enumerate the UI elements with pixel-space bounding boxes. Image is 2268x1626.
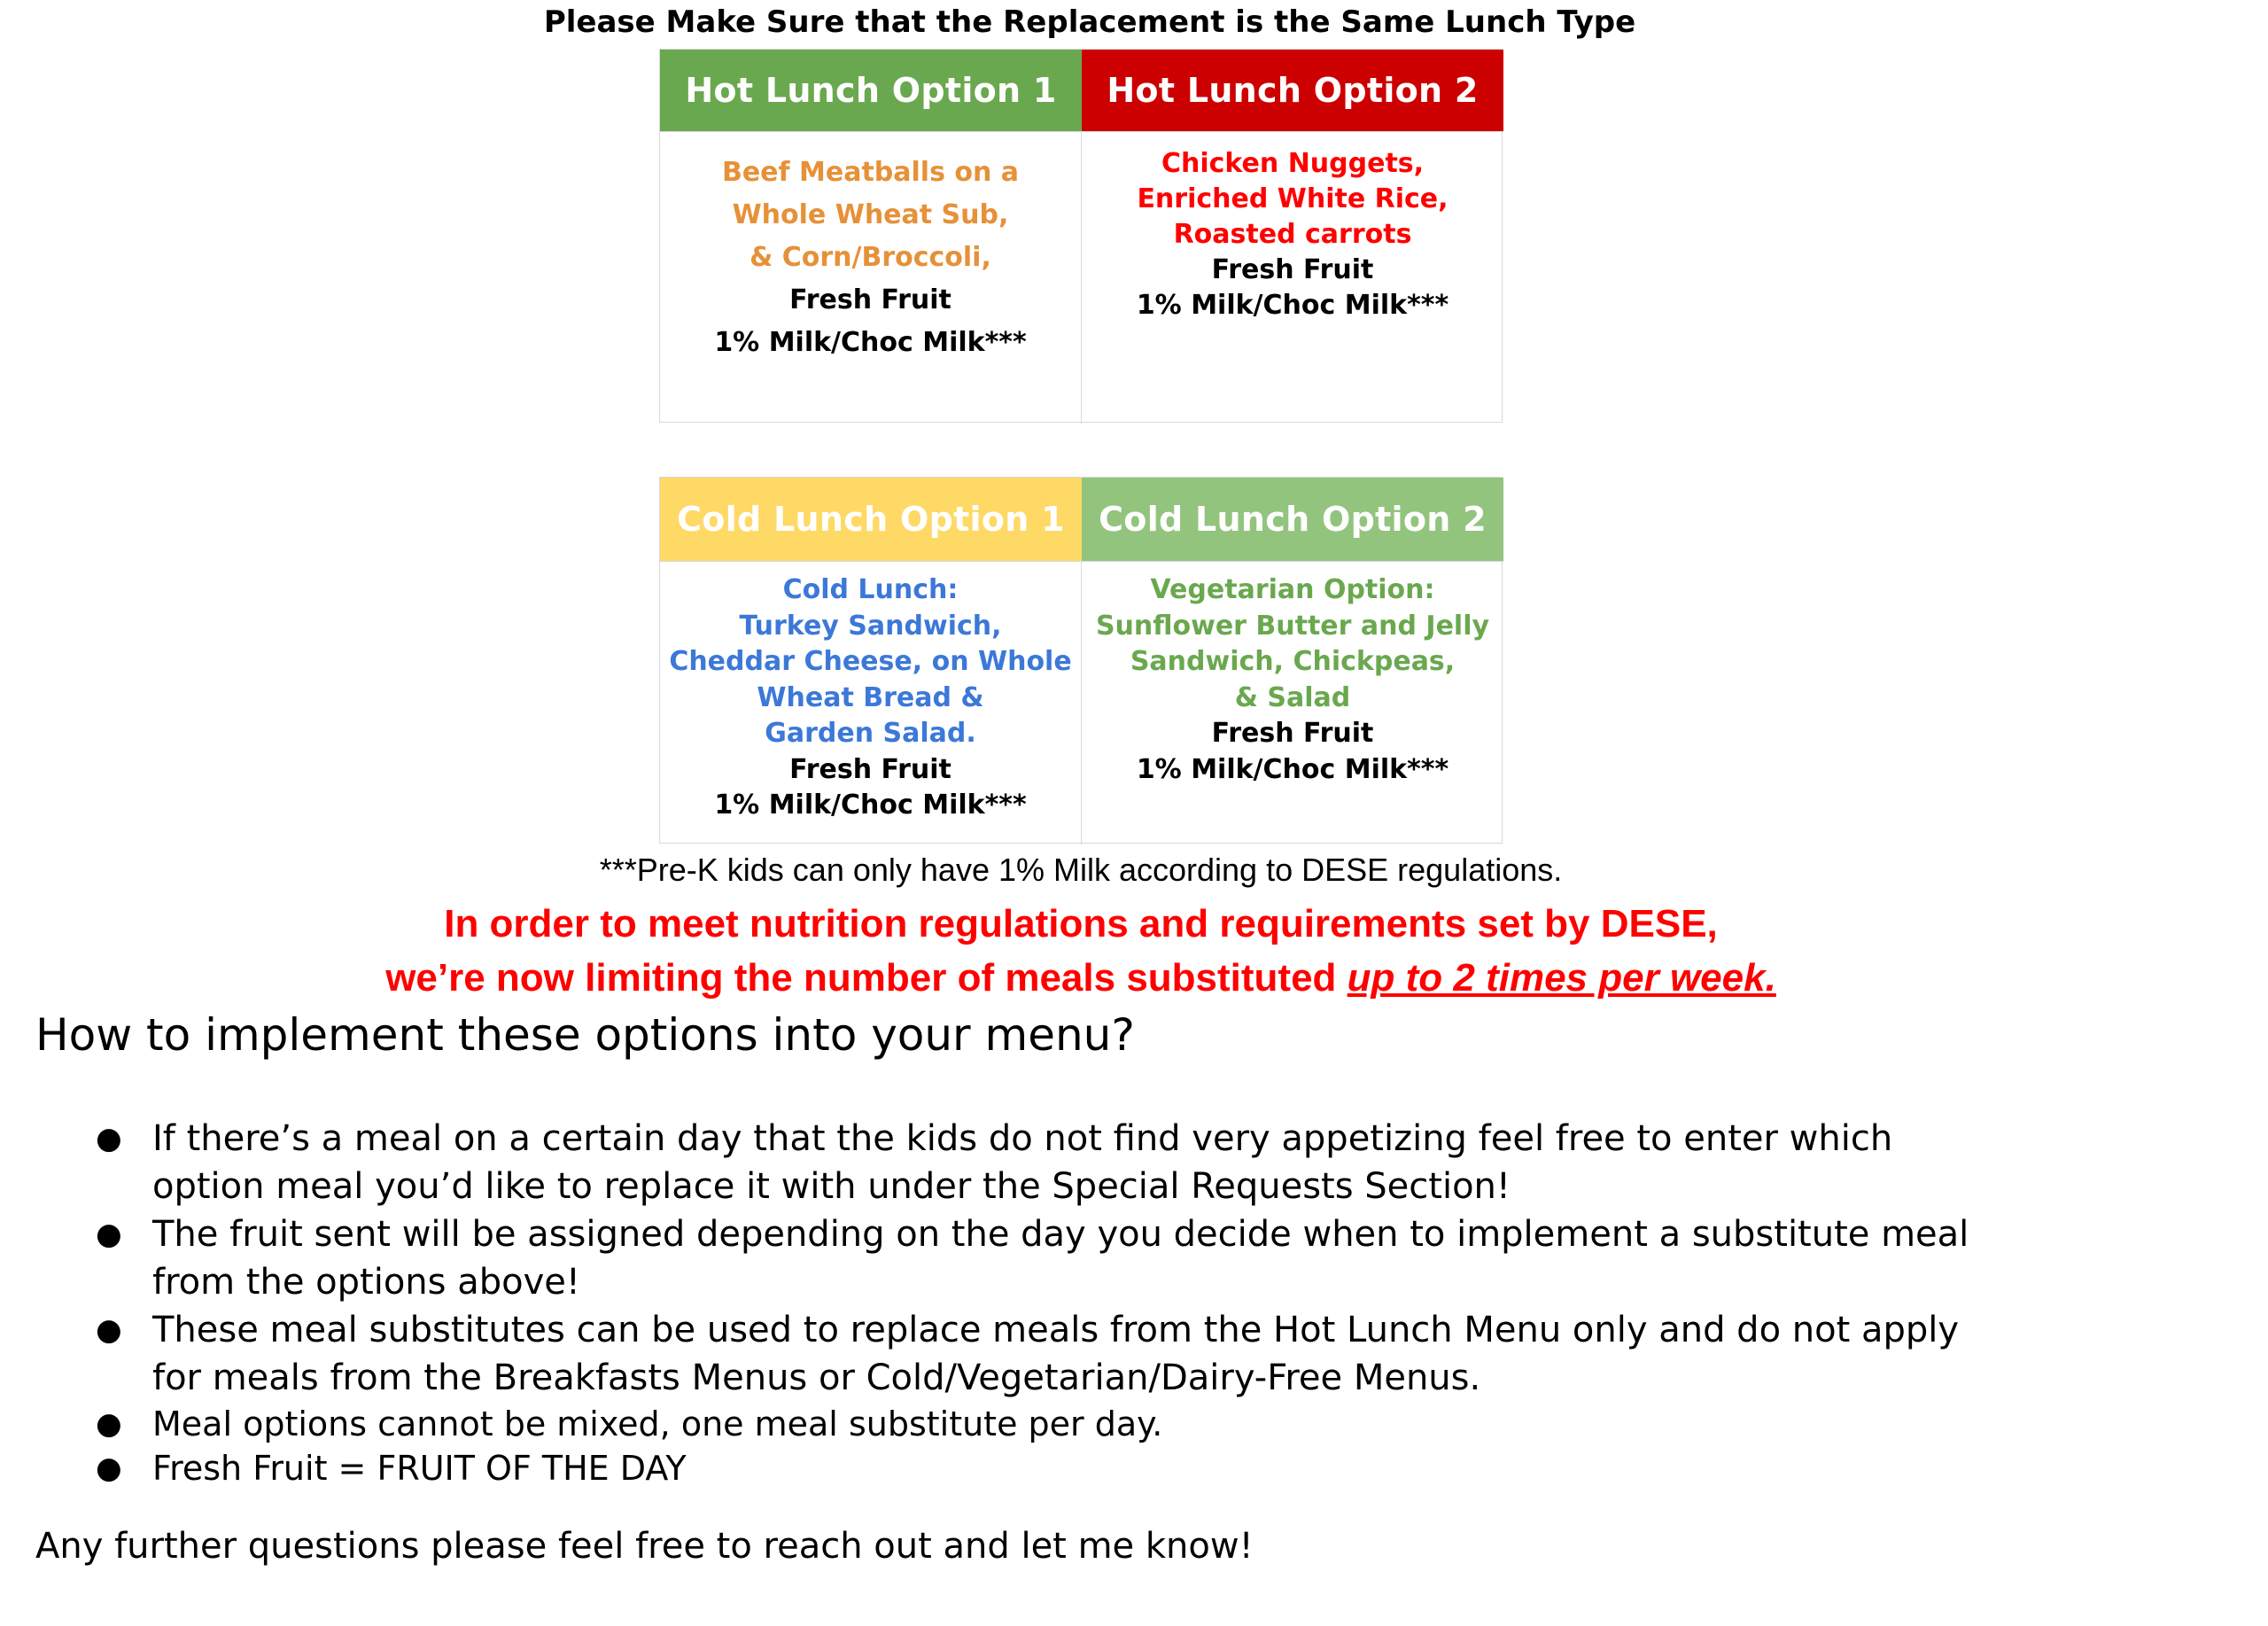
list-item: ● Fresh Fruit = FRUIT OF THE DAY bbox=[0, 1446, 2155, 1490]
menu-line: & Corn/Broccoli, bbox=[750, 242, 991, 273]
howto-heading: How to implement these options into your… bbox=[35, 1009, 1135, 1061]
list-item: ● If there’s a meal on a certain day tha… bbox=[0, 1115, 2155, 1210]
regulation-notice: In order to meet nutrition regulations a… bbox=[0, 897, 2162, 1005]
cold-lunch-table: Cold Lunch Option 1 Cold Lunch Option 2 … bbox=[659, 477, 1503, 844]
cold-lunch-option-2-header: Cold Lunch Option 2 bbox=[1082, 478, 1503, 561]
hot-lunch-option-1-header: Hot Lunch Option 1 bbox=[660, 50, 1082, 131]
list-item: ● The fruit sent will be assigned depend… bbox=[0, 1210, 2155, 1306]
fruit-line: Fresh Fruit bbox=[1211, 718, 1374, 749]
bullet-icon: ● bbox=[96, 1121, 122, 1156]
hot-lunch-option-1-cell: Beef Meatballs on a Whole Wheat Sub, & C… bbox=[660, 131, 1082, 424]
list-item-line: These meal substitutes can be used to re… bbox=[152, 1310, 1960, 1350]
menu-line: Beef Meatballs on a bbox=[721, 157, 1020, 188]
milk-line: 1% Milk/Choc Milk*** bbox=[1136, 290, 1449, 321]
cold-lunch-option-1-header: Cold Lunch Option 1 bbox=[660, 478, 1082, 561]
list-item-line: from the options above! bbox=[152, 1262, 580, 1303]
list-item-line: for meals from the Breakfasts Menus or C… bbox=[152, 1358, 1481, 1398]
menu-line: Garden Salad. bbox=[765, 718, 976, 749]
menu-line: Roasted carrots bbox=[1173, 219, 1412, 250]
list-item: ● These meal substitutes can be used to … bbox=[0, 1306, 2155, 1402]
instructions-list: ● If there’s a meal on a certain day tha… bbox=[0, 1115, 2268, 1490]
hot-lunch-option-2-cell: Chicken Nuggets, Enriched White Rice, Ro… bbox=[1082, 131, 1503, 424]
fruit-line: Fresh Fruit bbox=[789, 753, 951, 785]
menu-line: Enriched White Rice, bbox=[1137, 183, 1449, 214]
list-item: ● Meal options cannot be mixed, one meal… bbox=[0, 1402, 2155, 1446]
list-item-line: Meal options cannot be mixed, one meal s… bbox=[152, 1404, 1163, 1443]
menu-line: Wheat Bread & bbox=[757, 681, 984, 713]
fruit-line: Fresh Fruit bbox=[1211, 254, 1374, 285]
bullet-icon: ● bbox=[96, 1451, 122, 1486]
list-item-line: The fruit sent will be assigned dependin… bbox=[152, 1214, 1969, 1255]
cold-lunch-option-2-cell: Vegetarian Option: Sunflower Butter and … bbox=[1082, 561, 1503, 844]
fruit-line: Fresh Fruit bbox=[789, 284, 951, 315]
list-item-line: option meal you’d like to replace it wit… bbox=[152, 1166, 1511, 1207]
list-item-line: Fresh Fruit = FRUIT OF THE DAY bbox=[152, 1449, 687, 1488]
regulation-line-2-text: we’re now limiting the number of meals s… bbox=[385, 956, 1348, 1000]
menu-line: Sunflower Butter and Jelly bbox=[1095, 610, 1490, 642]
milk-line: 1% Milk/Choc Milk*** bbox=[1136, 753, 1449, 785]
bullet-icon: ● bbox=[96, 1217, 122, 1252]
closing-note: Any further questions please feel free t… bbox=[35, 1526, 1254, 1567]
list-item-line: If there’s a meal on a certain day that … bbox=[152, 1118, 1893, 1159]
hot-lunch-table: Hot Lunch Option 1 Hot Lunch Option 2 Be… bbox=[659, 49, 1503, 424]
menu-line: Cheddar Cheese, on Whole bbox=[669, 646, 1072, 677]
menu-line: Whole Wheat Sub, bbox=[732, 199, 1009, 230]
menu-line: Cold Lunch: bbox=[782, 574, 959, 605]
regulation-line-2: we’re now limiting the number of meals s… bbox=[0, 951, 2162, 1005]
menu-line: Turkey Sandwich, bbox=[739, 610, 1002, 642]
regulation-line-1: In order to meet nutrition regulations a… bbox=[444, 902, 1718, 945]
milk-line: 1% Milk/Choc Milk*** bbox=[714, 790, 1027, 821]
cold-lunch-option-1-cell: Cold Lunch: Turkey Sandwich, Cheddar Che… bbox=[660, 561, 1082, 844]
hot-lunch-option-2-header: Hot Lunch Option 2 bbox=[1082, 50, 1503, 131]
menu-line: Chicken Nuggets, bbox=[1161, 148, 1425, 179]
milk-line: 1% Milk/Choc Milk*** bbox=[714, 327, 1027, 358]
regulation-limit-emphasis: up to 2 times per week. bbox=[1347, 956, 1776, 1000]
bullet-icon: ● bbox=[96, 1406, 122, 1442]
menu-line: & Salad bbox=[1234, 681, 1351, 713]
prek-milk-note: ***Pre-K kids can only have 1% Milk acco… bbox=[599, 852, 1563, 888]
bullet-icon: ● bbox=[96, 1312, 122, 1348]
menu-line: Sandwich, Chickpeas, bbox=[1130, 646, 1456, 677]
menu-line: Vegetarian Option: bbox=[1150, 574, 1435, 605]
top-note: Please Make Sure that the Replacement is… bbox=[543, 4, 1636, 40]
